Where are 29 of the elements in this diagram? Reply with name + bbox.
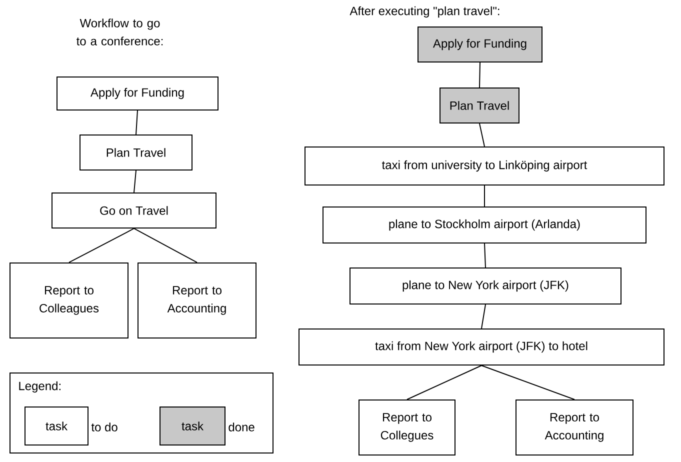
legend-title: Legend: — [19, 381, 60, 393]
task-box: plane to New York airport (JFK) — [350, 267, 622, 304]
connector-line — [484, 242, 486, 268]
connector-line — [481, 364, 575, 400]
task-box: plane to Stockholm airport (Arlanda) — [322, 206, 646, 244]
connector-line — [136, 110, 138, 135]
done-task-box: Plan Travel — [440, 88, 520, 124]
task-box: Report to Accounting — [138, 262, 256, 338]
heading: After executing "plan travel": — [350, 6, 500, 18]
heading: Workflow to go to a conference: — [76, 18, 163, 46]
connector-line — [479, 62, 480, 88]
connector-line — [484, 185, 485, 207]
connector-line — [481, 304, 486, 329]
connector-line — [68, 228, 134, 263]
done-task-box: Apply for Funding — [418, 26, 542, 62]
task-box: taxi from university to Linköping airport — [304, 146, 664, 186]
task-box: Go on Travel — [52, 192, 216, 228]
task-box: Plan Travel — [80, 134, 192, 170]
task-box: Report to Collegues — [358, 399, 456, 456]
connector-line — [479, 123, 485, 147]
connector-line — [406, 364, 482, 400]
legend-label: done — [228, 422, 254, 432]
task-box: Report to Colleagues — [10, 262, 128, 338]
connector-line — [134, 170, 136, 193]
connector-line — [134, 228, 198, 263]
task-box: Report to Accounting — [516, 399, 634, 456]
legend-label: to do — [91, 422, 118, 432]
task-box: Apply for Funding — [56, 76, 218, 110]
task-box: taxi from New York airport (JFK) to hotel — [298, 328, 664, 366]
